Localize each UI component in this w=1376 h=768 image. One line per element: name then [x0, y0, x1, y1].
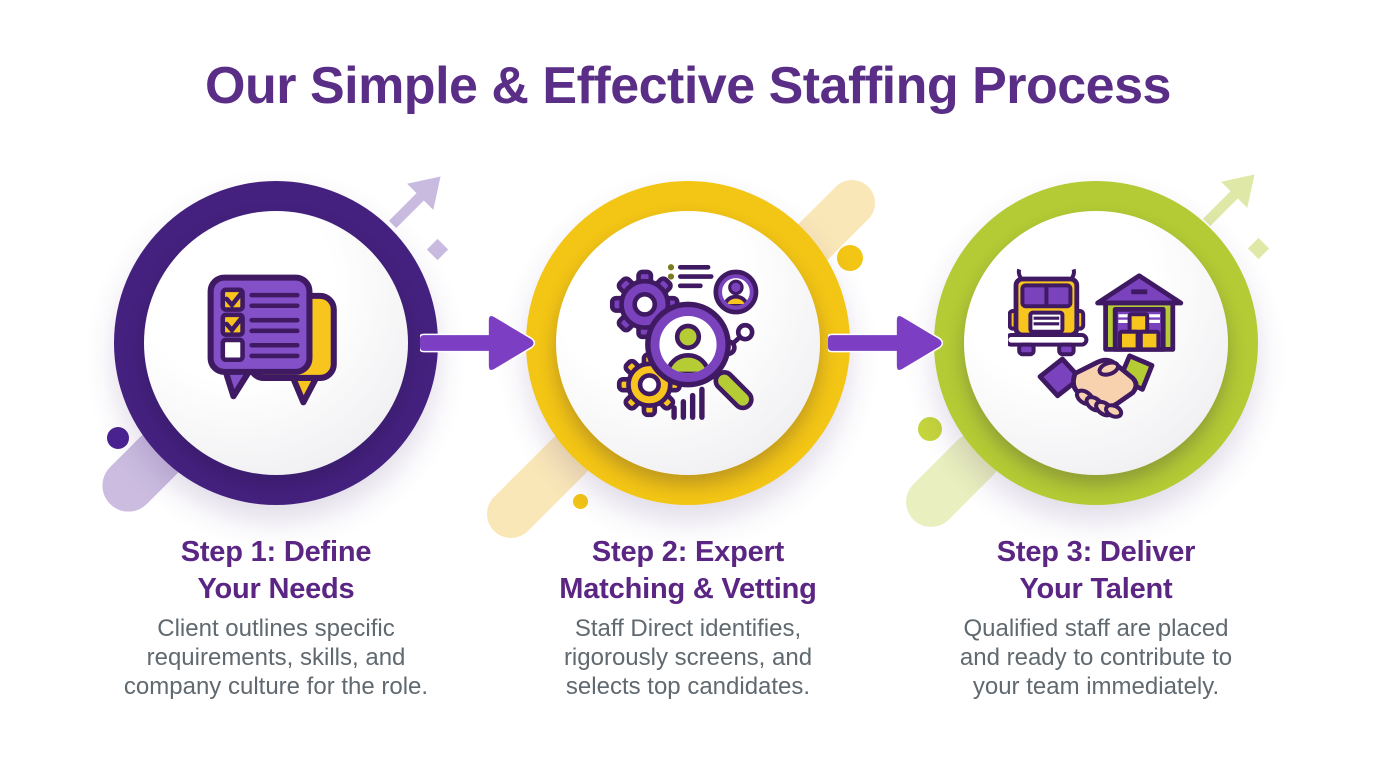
- truck-warehouse-handshake-icon: [1008, 268, 1184, 419]
- step1-circle-inner: [144, 211, 408, 475]
- step2-desc-line2: rigorously screens, and: [563, 644, 813, 672]
- step3-desc-line3: your team immediately.: [972, 673, 1220, 701]
- decor-up-arrow-lavender-icon: [388, 176, 441, 229]
- step1-desc-line1: Client outlines specific: [157, 615, 395, 642]
- decor-dot-yellow: [837, 245, 863, 271]
- step3-heading: Step 3: Deliver Your Talent: [896, 534, 1296, 607]
- step3-description: Qualified staff are placed and ready to …: [896, 614, 1296, 701]
- step2-heading-line2: Matching & Vetting: [559, 572, 817, 605]
- magnifier-candidate-gears-icon: [609, 264, 759, 420]
- decor-dot-lime: [918, 417, 942, 441]
- step3-desc-line2: and ready to contribute to: [959, 644, 1233, 672]
- decor-dot-purple: [107, 427, 129, 449]
- decor-diamond-lime: [1247, 237, 1270, 260]
- step2-heading: Step 2: Expert Matching & Vetting: [488, 534, 888, 607]
- step2-desc-line3: selects top candidates.: [565, 673, 811, 701]
- step1-description: Client outlines specific requirements, s…: [76, 614, 476, 701]
- step2-circle-inner: [556, 211, 820, 475]
- arrow-step2-to-step3-icon: [828, 314, 944, 372]
- step3-circle-inner: [964, 211, 1228, 475]
- step2-description: Staff Direct identifies, rigorously scre…: [488, 614, 888, 701]
- decor-diamond-lavender: [426, 238, 449, 261]
- step3-circle: [934, 181, 1258, 505]
- step1-desc-line3: company culture for the role.: [123, 673, 429, 701]
- step2-heading-line1: Step 2: Expert: [591, 536, 785, 568]
- step1-heading: Step 1: Define Your Needs: [76, 534, 476, 607]
- page-title: Our Simple & Effective Staffing Process: [205, 57, 1171, 115]
- step2-desc-line1: Staff Direct identifies,: [574, 615, 802, 642]
- step3-heading-line2: Your Talent: [1019, 572, 1173, 605]
- step3-desc-line1: Qualified staff are placed: [963, 615, 1229, 642]
- step1-circle: [114, 181, 438, 505]
- decor-up-arrow-lightlime-icon: [1202, 174, 1255, 227]
- decor-dot-yellow-small: [573, 494, 588, 509]
- checklist-chat-bubbles-icon: [207, 274, 337, 406]
- step1-heading-line1: Step 1: Define: [180, 536, 372, 568]
- step1-heading-line2: Your Needs: [197, 572, 355, 605]
- step1-desc-line2: requirements, skills, and: [146, 644, 406, 672]
- step2-circle: [526, 181, 850, 505]
- step3-heading-line1: Step 3: Deliver: [996, 536, 1196, 568]
- arrow-step1-to-step2-icon: [420, 314, 536, 372]
